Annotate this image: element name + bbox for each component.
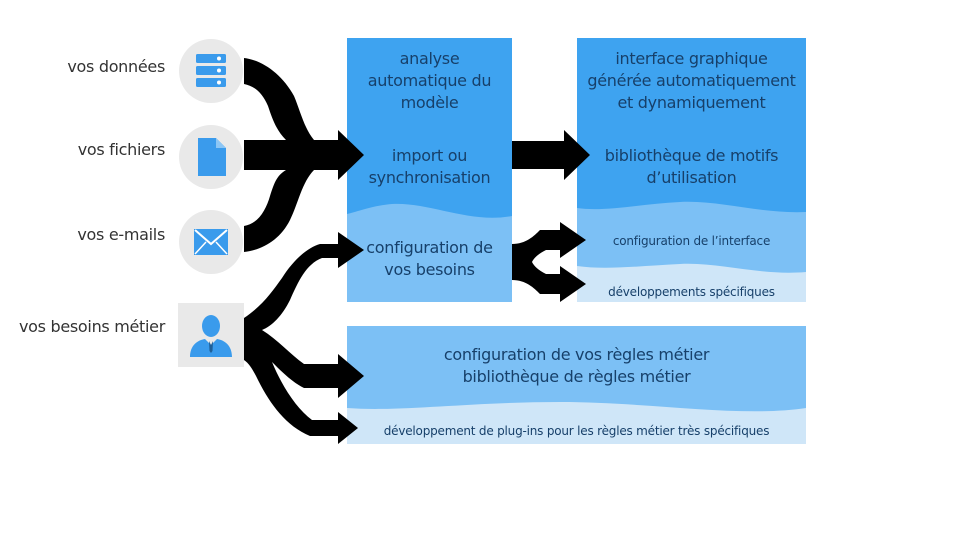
model-box — [347, 38, 512, 302]
ui-box — [577, 38, 806, 302]
source-label-business: vos besoins métier — [19, 317, 165, 336]
source-label-data: vos données — [67, 57, 165, 76]
rules-box — [347, 326, 806, 444]
file-icon[interactable] — [178, 124, 244, 194]
user-icon[interactable] — [178, 303, 244, 371]
model-box-import: import ou synchronisation — [368, 146, 491, 187]
source-label-emails: vos e-mails — [77, 225, 165, 244]
envelope-icon[interactable] — [178, 209, 244, 279]
ui-box-config: configuration de l’interface — [612, 234, 771, 248]
ui-box-dev: développements spécifiques — [608, 285, 775, 299]
split-arrow — [512, 222, 586, 302]
fan-arrow — [244, 232, 364, 444]
model-to-ui-arrow — [512, 130, 590, 180]
source-label-files: vos fichiers — [77, 140, 166, 159]
rules-box-title: configuration de vos règles métier bibli… — [443, 345, 710, 386]
model-box-title: analyse automatique du modèle — [367, 49, 492, 112]
ui-box-patterns: bibliothèque de motifs d’utilisation — [604, 146, 779, 187]
rules-box-dev: développement de plug-ins pour les règle… — [383, 424, 770, 438]
model-box-needs: configuration de vos besoins — [366, 238, 493, 279]
merge-arrow — [244, 58, 364, 252]
arrows — [244, 58, 590, 444]
server-icon[interactable] — [178, 38, 244, 108]
ui-box-title: interface graphique générée automatiquem… — [587, 49, 796, 112]
